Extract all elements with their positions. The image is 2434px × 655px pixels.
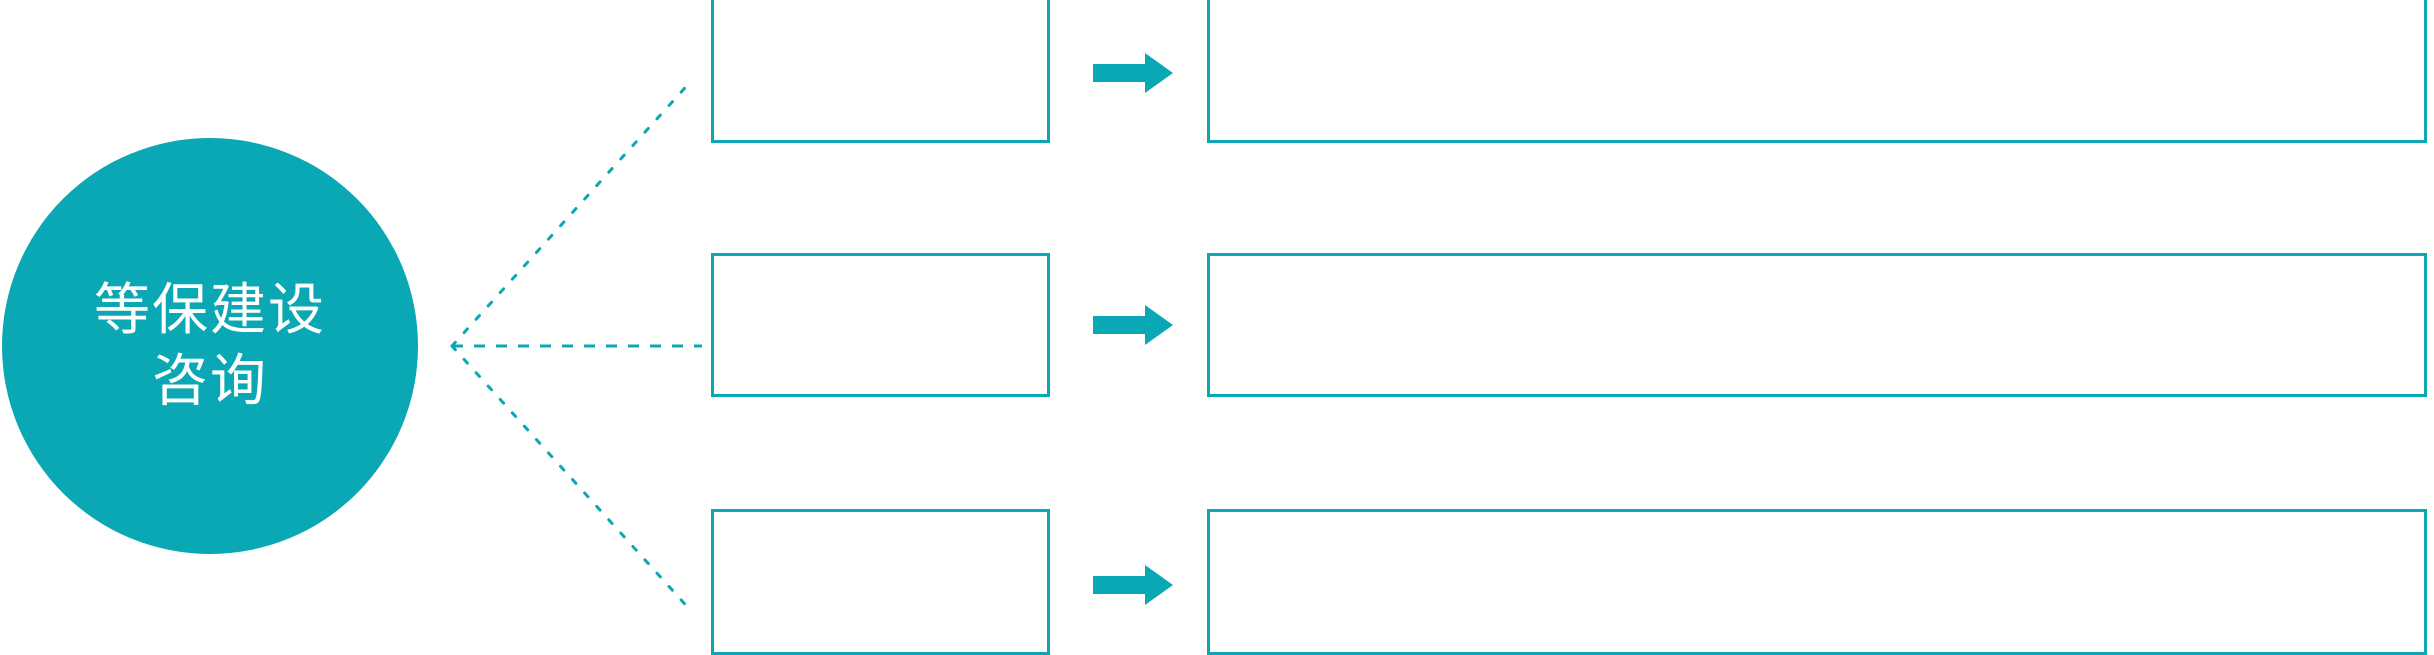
stage-box-3[interactable] — [711, 509, 1050, 655]
detail-box-3[interactable] — [1207, 509, 2427, 655]
right-block-arrow-icon-2 — [1093, 305, 1173, 345]
stage-box-1[interactable] — [711, 0, 1050, 143]
hub-circle[interactable]: 等保建设 咨询 — [2, 138, 418, 554]
stage-box-3-label — [714, 512, 1047, 532]
stage-box-2-label — [714, 256, 1047, 276]
stage-box-1-label — [714, 0, 1047, 20]
diagram-row-1 — [0, 0, 2434, 143]
hub-title-line-2: 咨询 — [152, 349, 268, 412]
detail-box-2[interactable] — [1207, 253, 2427, 397]
detail-box-1[interactable] — [1207, 0, 2427, 143]
detail-box-1-label — [1210, 0, 2424, 20]
right-block-arrow-icon-3 — [1093, 565, 1173, 605]
detail-box-3-label — [1210, 512, 2424, 532]
detail-box-2-label — [1210, 256, 2424, 276]
stage-box-2[interactable] — [711, 253, 1050, 397]
right-block-arrow-icon-1 — [1093, 53, 1173, 93]
hub-title-line-1: 等保建设 — [94, 278, 326, 342]
diagram-row-3 — [0, 509, 2434, 655]
diagram-row-2 — [0, 253, 2434, 397]
